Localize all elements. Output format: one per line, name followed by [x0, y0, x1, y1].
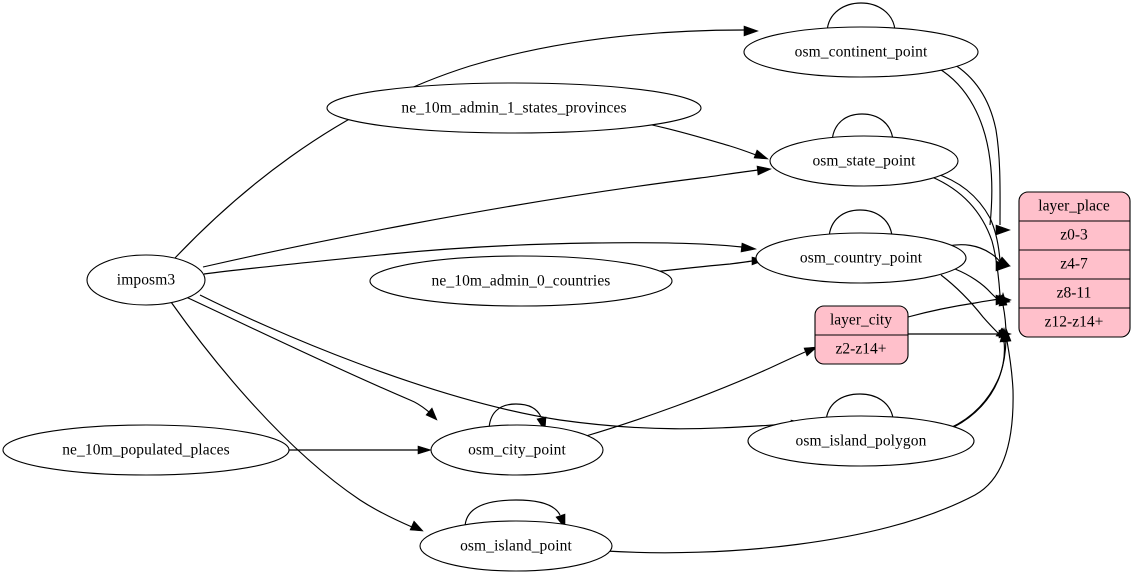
node-osm-island-polygon[interactable]: osm_island_polygon	[747, 415, 975, 467]
node-ne-10m-admin-1-states-provinces[interactable]: ne_10m_admin_1_states_provinces	[326, 82, 702, 134]
layer-place-z8-11[interactable]: z8-11	[1057, 285, 1092, 302]
node-ne-10m-admin-0-countries[interactable]: ne_10m_admin_0_countries	[369, 255, 673, 307]
edge-osm-continent-point-to-layer-place-z0-3	[951, 62, 1011, 236]
edge-osm-country-point-to-layer-place-z4-7	[947, 244, 1011, 267]
edge-ne-countries-to-osm-country-point	[652, 256, 767, 273]
layer-city-title: layer_city	[830, 312, 892, 329]
edge-imposm3-to-osm-country-point	[203, 242, 758, 275]
node-ne-populated-label: ne_10m_populated_places	[62, 442, 230, 459]
record-node-layer-city[interactable]: layer_city z2-z14+	[814, 305, 909, 365]
edge-osm-city-point-to-layer-city-z2-z14	[585, 346, 818, 437]
layer-place-z12-z14[interactable]: z12-z14+	[1045, 314, 1104, 331]
node-ne-countries-label: ne_10m_admin_0_countries	[432, 273, 611, 290]
node-layer: imposm3 ne_10m_admin_1_states_provinces …	[2, 26, 979, 572]
edge-osm-island-polygon-to-layer-place-z12-z14	[953, 326, 1009, 428]
edge-imposm3-to-osm-city-point	[185, 296, 438, 421]
edge-osm-island-polygon-to-layer-place-z8-11	[949, 292, 1008, 429]
node-ne-states-label: ne_10m_admin_1_states_provinces	[401, 100, 626, 117]
edge-layer	[170, 2, 1014, 554]
edge-ne-states-to-osm-state-point	[651, 124, 769, 160]
node-osm-country-point-label: osm_country_point	[800, 250, 923, 267]
layer-city-z2-z14[interactable]: z2-z14+	[836, 341, 887, 358]
node-osm-island-point[interactable]: osm_island_point	[419, 520, 613, 572]
node-imposm3-label: imposm3	[117, 272, 176, 289]
edge-osm-continent-point-right-curve	[937, 67, 993, 226]
layer-place-z4-7[interactable]: z4-7	[1060, 256, 1088, 273]
layer-place-title: layer_place	[1038, 198, 1110, 215]
edge-imposm3-to-osm-continent-point	[174, 25, 759, 259]
node-osm-continent-point[interactable]: osm_continent_point	[743, 26, 979, 78]
edge-layer-city-to-layer-place-z8-11	[907, 294, 1012, 318]
node-osm-island-point-label: osm_island_point	[460, 538, 572, 555]
edge-osm-state-point-to-layer-place-z8-11	[931, 176, 1011, 306]
node-osm-city-point[interactable]: osm_city_point	[430, 424, 604, 476]
edge-imposm3-to-osm-state-point	[202, 165, 772, 268]
edge-imposm3-to-osm-island-point	[170, 301, 424, 532]
record-node-layer-place[interactable]: layer_place z0-3 z4-7 z8-11 z12-z14+	[1018, 191, 1131, 338]
node-osm-state-point-label: osm_state_point	[812, 153, 916, 170]
node-osm-state-point[interactable]: osm_state_point	[769, 135, 959, 187]
node-imposm3[interactable]: imposm3	[86, 254, 206, 306]
node-ne-10m-populated-places[interactable]: ne_10m_populated_places	[2, 424, 290, 476]
edge-imposm3-to-osm-island-polygon	[199, 294, 806, 430]
node-osm-continent-point-label: osm_continent_point	[795, 44, 928, 61]
edge-osm-island-point-to-layer-place-z12-z14	[605, 326, 1014, 554]
node-osm-island-polygon-label: osm_island_polygon	[796, 433, 927, 450]
layer-place-z0-3[interactable]: z0-3	[1060, 227, 1088, 244]
node-osm-city-point-label: osm_city_point	[468, 442, 566, 459]
edge-ne-populated-to-osm-city-point	[289, 445, 433, 455]
node-osm-country-point[interactable]: osm_country_point	[755, 232, 967, 284]
